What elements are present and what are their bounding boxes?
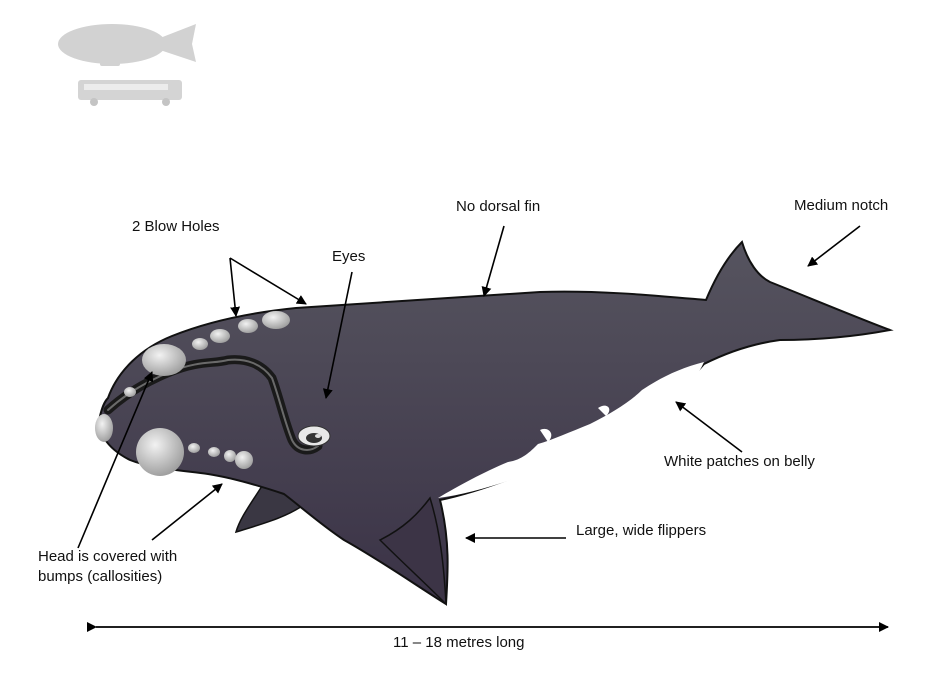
eyes-arrow bbox=[322, 271, 353, 399]
whale-body bbox=[98, 240, 894, 606]
notch-arrow bbox=[807, 225, 861, 267]
blow-holes-arrow-right bbox=[229, 257, 307, 305]
front-flipper bbox=[378, 496, 447, 606]
head-arrow-1 bbox=[77, 371, 154, 549]
blow-holes-arrow-left bbox=[229, 257, 241, 317]
label-blow-holes: 2 Blow Holes bbox=[132, 218, 220, 235]
blimp-icon bbox=[58, 24, 196, 66]
belly-arrow bbox=[675, 401, 743, 453]
eye bbox=[297, 425, 331, 447]
bus-icon bbox=[78, 80, 182, 106]
dorsal-fin-arrow bbox=[481, 225, 505, 297]
head-arrow-2 bbox=[151, 483, 223, 541]
label-head-bumps: Head is covered with bumps (callosities) bbox=[38, 548, 178, 585]
label-flippers: Large, wide flippers bbox=[576, 522, 707, 539]
label-medium-notch: Medium notch bbox=[794, 197, 889, 214]
belly-patch bbox=[438, 362, 704, 498]
annotation-arrows bbox=[77, 225, 861, 549]
callosities bbox=[95, 311, 290, 476]
label-no-dorsal-fin: No dorsal fin bbox=[456, 198, 541, 215]
label-eyes: Eyes bbox=[332, 248, 366, 265]
label-white-patches: White patches on belly bbox=[664, 453, 815, 470]
label-length: 11 – 18 metres long bbox=[393, 634, 525, 651]
